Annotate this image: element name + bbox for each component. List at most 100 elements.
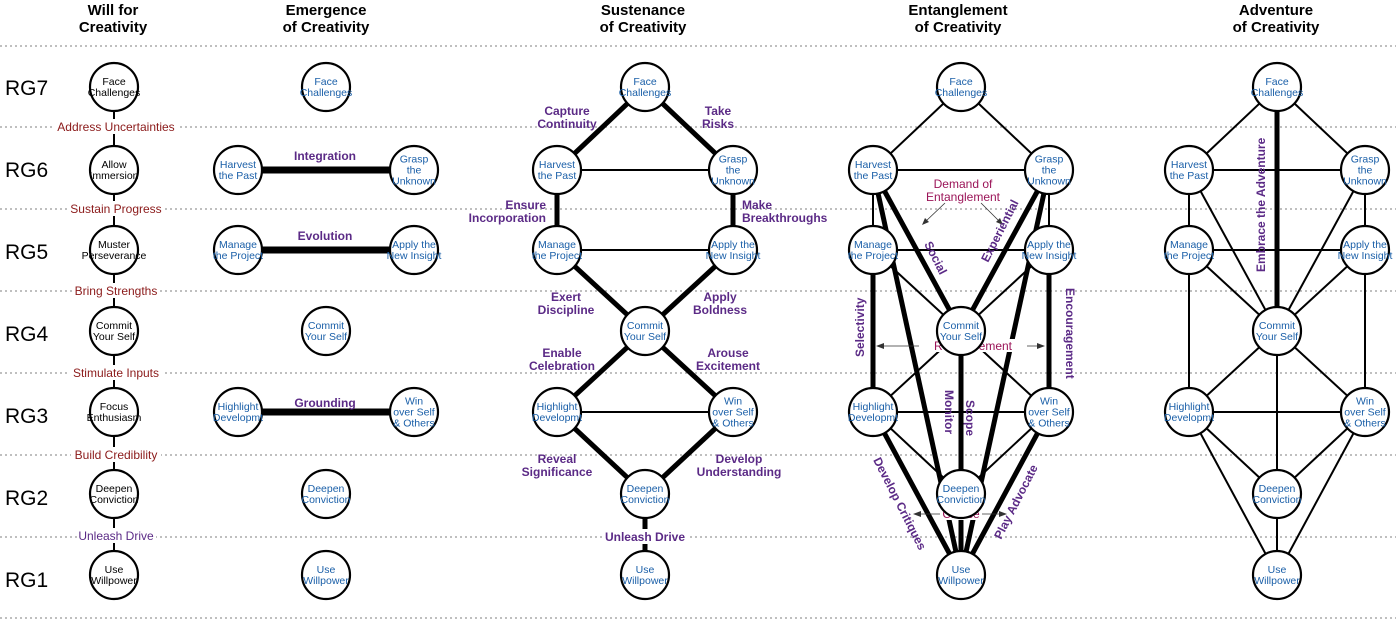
label-encouragement: Encouragement [1063,288,1077,379]
link-address-uncertainties: Address Uncertainties [57,120,174,134]
link-integration: Integration [294,149,356,163]
adventure-edge [1276,169,1366,332]
entanglement-edge [870,168,964,333]
row-label-rg5: RG5 [5,241,48,264]
label-scope: Scope [963,400,977,436]
adventure-edge [1188,411,1278,576]
will-link-labels: Address Uncertainties Sustain Progress B… [55,119,177,543]
link-unleash-drive-sustenance: Unleash Drive [605,530,685,544]
row-label-rg4: RG4 [5,323,49,346]
row-label-rg6: RG6 [5,159,48,182]
link-grounding: Grounding [294,396,355,410]
link-evolution: Evolution [298,229,353,243]
entanglement-edge [958,168,1052,333]
link-stimulate-inputs: Stimulate Inputs [73,366,159,380]
